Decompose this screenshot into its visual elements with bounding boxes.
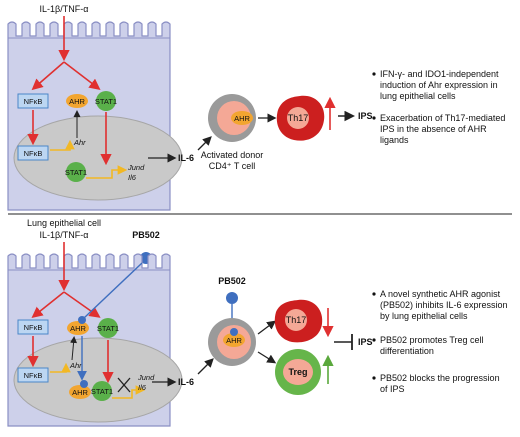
bottom-il6-gene-label: Il6 [138, 383, 147, 392]
bottom-bullet-2-dot [372, 338, 376, 342]
bottom-bullet-1-line-2: (PB502) inhibits IL-6 expression [380, 300, 508, 310]
bottom-bullet-2-line-2: differentiation [380, 346, 434, 356]
bottom-tcell-ahr-label: AHR [226, 336, 242, 345]
top-bullet-1-line-2: induction of Ahr expression in [380, 80, 498, 90]
bottom-il6-output: IL-6 [178, 377, 194, 387]
top-gene-promoter-line [86, 165, 128, 179]
top-nfkb-nucleus-label: NFκB [24, 149, 43, 158]
top-bullet-1-line-3: lung epithelial cells [380, 91, 456, 101]
top-cell-label: Lung epithelial cell [27, 218, 101, 228]
bottom-ahr-protein [67, 321, 89, 335]
top-ips-label: IPS [358, 111, 373, 121]
bottom-block-cross [117, 377, 131, 393]
bottom-block-cross-stroke-2 [117, 377, 131, 393]
bottom-stat1-nucleus-label: STAT1 [91, 387, 113, 396]
top-ahr-gene-label: Ahr [73, 138, 86, 147]
bottom-tcell-ahr-drug [230, 328, 238, 336]
top-ahr-protein-label: AHR [69, 97, 85, 106]
top-nfkb-cytoplasm-label: NFκB [24, 97, 43, 106]
bottom-bullet-1-line-1: A novel synthetic AHR agonist [380, 289, 501, 299]
bottom-stat1-protein [98, 318, 118, 338]
bottom-bullet-3: PB502 blocks the progression of IPS [372, 373, 500, 394]
bottom-jund-label: Jund [137, 373, 155, 382]
top-nucleus [13, 115, 183, 201]
bottom-tcell-ahr [223, 333, 245, 347]
top-tcell-caption-2: CD4⁺ T cell [209, 161, 255, 171]
bottom-nfkb-cytoplasm [17, 319, 49, 335]
top-tcell-caption-1: Activated donor [201, 150, 264, 160]
top-stimulus-label: IL-1β/TNF-α [40, 4, 89, 14]
top-stat1-nucleus [66, 162, 86, 182]
top-nfkb-cytoplasm [17, 93, 49, 109]
top-bullet-1: IFN-γ- and IDO1-independent induction of… [372, 69, 499, 101]
bottom-ahr-nucleus-label: AHR [72, 388, 88, 397]
bottom-tcell-drug-label: PB502 [218, 276, 246, 286]
bottom-arrow-to-stat1 [63, 291, 101, 318]
bottom-bullet-1: A novel synthetic AHR agonist (PB502) in… [372, 289, 508, 321]
top-stat1-nucleus-label: STAT1 [65, 168, 87, 177]
top-bullet-2-line-2: IPS in the absence of AHR [380, 124, 487, 134]
top-th17-label: Th17 [288, 113, 309, 123]
bottom-tcell-drug [226, 292, 238, 304]
bottom-arrow-il6-to-tcell [197, 358, 214, 375]
top-nfkb-nucleus [17, 145, 49, 161]
bottom-bullet-2-line-1: PB502 promotes Treg cell [380, 335, 484, 345]
bottom-bullet-3-line-2: of IPS [380, 384, 405, 394]
bottom-ahr-gene-label: Ahr [69, 361, 82, 370]
top-arrow-to-stat1 [63, 61, 101, 90]
top-il6-gene-label: Il6 [128, 173, 137, 182]
bottom-th17-nucleus [285, 309, 307, 331]
bottom-ahr-gene-line [50, 362, 71, 373]
bottom-nfkb-nucleus-label: NFκB [24, 371, 43, 380]
bottom-nfkb-nucleus [17, 367, 49, 383]
top-bullet-2-dot [372, 116, 376, 120]
bottom-stimulus-label: IL-1β/TNF-α [40, 230, 89, 240]
top-tcell-ahr [231, 111, 253, 125]
top-jund-label: Jund [127, 163, 145, 172]
bottom-bullet-2: PB502 promotes Treg cell differentiation [372, 335, 484, 356]
top-panel: IL-1β/TNF-α NFκB AHR STAT1 NFκB Ahr STAT… [7, 4, 505, 228]
bottom-ips-label: IPS [358, 337, 373, 347]
top-bullet-1-line-1: IFN-γ- and IDO1-independent [380, 69, 499, 79]
top-bullet-2-line-3: ligands [380, 135, 409, 145]
bottom-drug-label: PB502 [132, 230, 160, 240]
bottom-arrow-to-nfkb [31, 291, 65, 318]
bottom-gene-promoter-line [112, 385, 146, 399]
bottom-arrow-tcell-to-th17 [257, 320, 277, 335]
bottom-ahr-nucleus [69, 385, 91, 399]
bottom-ahr-protein-label: AHR [70, 324, 86, 333]
bottom-arrow-tcell-to-treg [257, 351, 277, 364]
top-stat1-protein [96, 91, 116, 111]
bottom-nfkb-cytoplasm-label: NFκB [24, 323, 43, 332]
bottom-panel: IL-1β/TNF-α PB502 NFκB AHR STAT1 NFκB Ah… [7, 230, 508, 427]
bottom-nucleus [13, 337, 183, 423]
top-il6-output: IL-6 [178, 153, 194, 163]
bottom-ips-inhibition [334, 334, 353, 350]
bottom-treg-nucleus [283, 359, 313, 385]
top-arrow-il6-to-tcell [197, 136, 212, 151]
bottom-stat1-nucleus [92, 381, 112, 401]
bottom-arrow-ahr-gene-to-protein [70, 336, 78, 361]
bottom-treg-label: Treg [288, 367, 307, 377]
bottom-bullet-3-dot [372, 376, 376, 380]
bottom-th17-label: Th17 [286, 315, 307, 325]
bottom-ahr-bound-drug [78, 316, 86, 324]
bottom-bullet-1-dot [372, 292, 376, 296]
top-ahr-protein [66, 94, 88, 108]
top-th17-nucleus [287, 107, 309, 129]
top-bullet-1-dot [372, 72, 376, 76]
bottom-bullet-3-line-1: PB502 blocks the progression [380, 373, 500, 383]
bottom-ahr-nucleus-drug [80, 380, 88, 388]
bottom-stat1-protein-label: STAT1 [97, 324, 119, 333]
bottom-bullet-1-line-3: by lung epithelial cells [380, 311, 468, 321]
top-arrow-to-nfkb [31, 61, 65, 91]
top-ahr-gene-line [50, 139, 75, 151]
top-bullet-2: Exacerbation of Th17-mediated IPS in the… [372, 113, 505, 145]
top-stat1-protein-label: STAT1 [95, 97, 117, 106]
bottom-drug-to-ahr [83, 262, 143, 319]
top-tcell-ahr-label: AHR [234, 114, 250, 123]
top-bullet-2-line-1: Exacerbation of Th17-mediated [380, 113, 505, 123]
